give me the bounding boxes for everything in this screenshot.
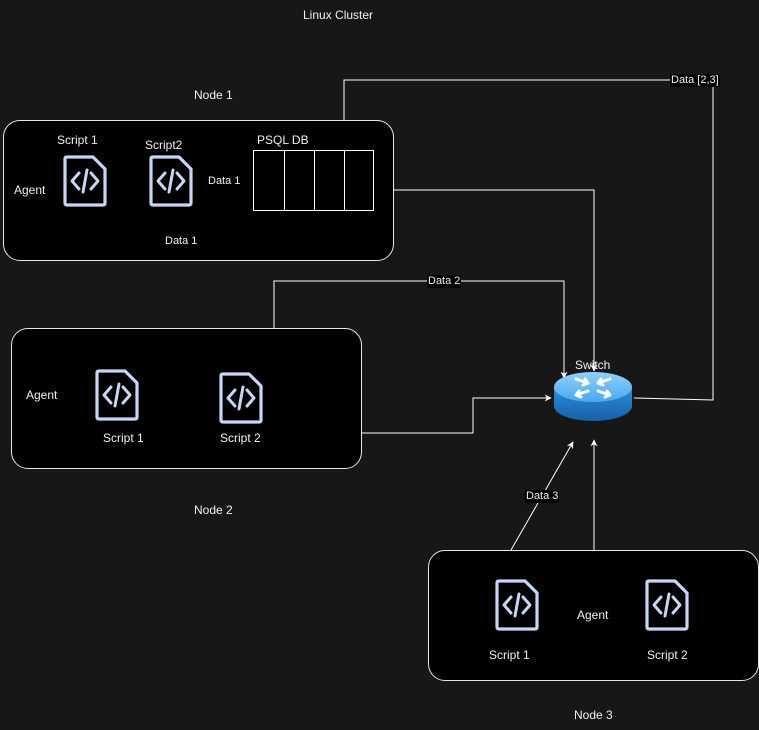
node1-label: Node 1	[194, 88, 233, 102]
edge-label-data2: Data 2	[427, 275, 462, 288]
node1-script1-label: Script 1	[57, 133, 98, 147]
node3-script1-label: Script 1	[489, 648, 530, 662]
code-file-icon[interactable]	[216, 372, 264, 424]
node3-agent-label: Agent	[577, 608, 609, 622]
code-file-icon[interactable]	[492, 579, 540, 631]
edge-label-data1-top: Data 1	[207, 175, 242, 188]
edge-node2-to-switch	[362, 394, 552, 434]
edge-node2-data2	[273, 280, 568, 379]
edge-node1-to-switch	[394, 189, 598, 372]
code-file-icon[interactable]	[146, 155, 194, 207]
code-file-icon[interactable]	[60, 155, 108, 207]
edge-label-data3: Data 3	[525, 490, 560, 503]
node2-script1-label: Script 1	[103, 431, 144, 445]
db-cell	[314, 151, 315, 210]
edge-label-data23: Data [2,3]	[670, 74, 720, 87]
switch-label: Switch	[575, 358, 611, 372]
psql-db-table[interactable]	[253, 150, 374, 211]
edge-switch-to-db	[340, 79, 714, 401]
edge-label-data1-bottom: Data 1	[164, 235, 199, 248]
node1-script2-label: Script2	[145, 138, 183, 152]
node3-script2-label: Script 2	[647, 648, 688, 662]
db-cell	[284, 151, 285, 210]
db-cell	[344, 151, 345, 210]
node2-script2-label: Script 2	[220, 431, 261, 445]
diagram-title: Linux Cluster	[303, 8, 374, 22]
db-label: PSQL DB	[257, 133, 309, 147]
code-file-icon[interactable]	[92, 369, 140, 421]
node2-box[interactable]	[11, 328, 362, 469]
node2-label: Node 2	[194, 503, 233, 517]
node1-agent-label: Agent	[14, 183, 46, 197]
node2-agent-label: Agent	[26, 388, 58, 402]
code-file-icon[interactable]	[642, 579, 690, 631]
network-switch-icon[interactable]	[552, 370, 634, 424]
node3-label: Node 3	[574, 708, 613, 722]
